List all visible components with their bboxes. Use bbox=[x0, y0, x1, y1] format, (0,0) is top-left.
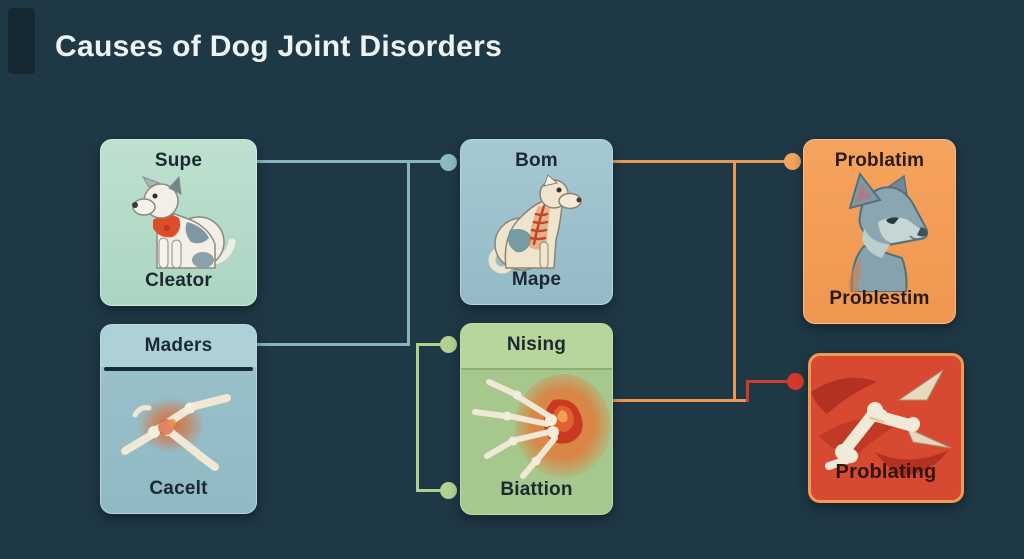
card-supe: Supe Cleator bbox=[100, 139, 257, 306]
connector-nising-horizontal bbox=[613, 399, 749, 402]
card-bottom-label: Problestim bbox=[829, 288, 930, 309]
card-bottom-label: Cleator bbox=[145, 270, 212, 291]
orange-node-dot bbox=[784, 153, 801, 170]
green-node-dot-bottom bbox=[440, 482, 457, 499]
bent-leg-joint-bones-illustration bbox=[811, 369, 952, 476]
connector-teal-vertical bbox=[407, 160, 410, 346]
card-top-label: Maders bbox=[144, 335, 213, 356]
card-header-band bbox=[461, 324, 612, 370]
connector-nising-bracket-bottom bbox=[416, 489, 442, 492]
sitting-dog-with-red-collar-illustration bbox=[132, 176, 236, 269]
husky-dog-head-illustration bbox=[848, 171, 929, 292]
page-title: Causes of Dog Joint Disorders bbox=[55, 30, 503, 63]
teal-node-dot bbox=[440, 154, 457, 171]
connector-nising-bracket-vertical bbox=[416, 343, 419, 492]
card-header-separator bbox=[104, 367, 253, 371]
dog-anatomy-inflamed-spine-illustration bbox=[488, 174, 582, 274]
red-node-dot bbox=[787, 373, 804, 390]
background-artifact bbox=[8, 8, 35, 74]
connector-nising-bracket-top bbox=[416, 343, 442, 346]
connector-red-to-problating bbox=[746, 380, 790, 383]
card-top-label: Nising bbox=[506, 334, 567, 355]
connector-bom-to-problatim bbox=[611, 160, 787, 163]
card-top-label: Problatim bbox=[834, 150, 925, 171]
connector-orange-vertical bbox=[733, 160, 736, 402]
card-top-label: Bom bbox=[515, 150, 558, 171]
inflamed-joint-bones-illustration bbox=[121, 394, 231, 471]
card-bottom-label: Biattion bbox=[500, 479, 573, 500]
card-problating: Problating bbox=[808, 353, 964, 503]
card-maders: Maders Cacelt bbox=[100, 324, 257, 514]
connector-maders-horizontal bbox=[255, 343, 410, 346]
card-bottom-label: Cacelt bbox=[149, 478, 208, 499]
card-problatim: Problatim Problestim bbox=[803, 139, 956, 324]
card-bom: Bom Mape bbox=[460, 139, 613, 305]
card-bottom-label: Problating bbox=[835, 461, 937, 483]
inflamed-paw-bones-illustration bbox=[472, 374, 611, 479]
connector-red-elbow-vertical bbox=[746, 381, 749, 402]
card-nising: Nising bbox=[460, 323, 613, 515]
green-node-dot-top bbox=[440, 336, 457, 353]
card-bottom-label: Mape bbox=[511, 269, 562, 290]
card-top-label: Supe bbox=[154, 150, 203, 171]
connector-supe-to-bom-horizontal bbox=[255, 160, 443, 163]
card-header-band bbox=[101, 325, 256, 367]
